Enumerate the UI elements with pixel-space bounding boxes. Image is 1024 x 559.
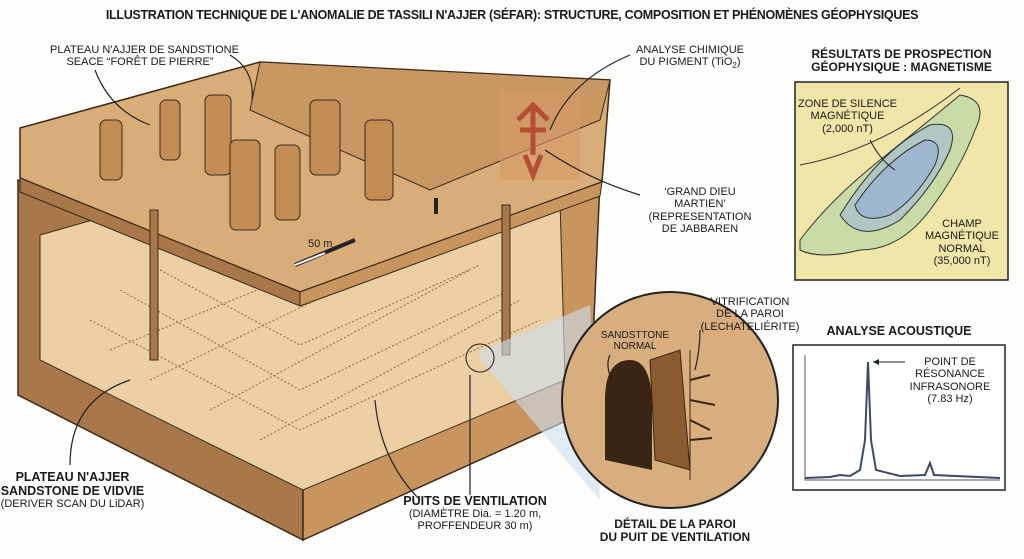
- label-line: SEACE “FORÊT DE PIERRE”: [66, 56, 214, 69]
- label-line: RÉSULTATS DE PROSPECTION: [811, 47, 992, 61]
- label-line: NORMAL: [938, 242, 986, 255]
- label-line: CHAMP: [942, 218, 982, 230]
- label-line: PLATEAU N'AJJER: [15, 470, 130, 484]
- plateau-block: [17, 61, 611, 542]
- subscript: 2: [732, 61, 737, 71]
- zoom-cone: [478, 305, 600, 500]
- label-line: GÉOPHYSIQUE : MAGNETISME: [811, 60, 992, 75]
- zoom-marker: [465, 343, 495, 373]
- label-line: DU PIGMENT (TiO: [639, 56, 733, 69]
- label-line: DE JABBAREN: [661, 222, 739, 235]
- label-line: INFRASONORE: [909, 380, 991, 393]
- label-line: (2,000 nT): [822, 122, 873, 135]
- magnetism-map: [794, 81, 1009, 281]
- detail-circle: [561, 291, 779, 509]
- label-line: MAGNÉTIQUE: [925, 230, 999, 243]
- label-line: MAGNÉTIQUE: [810, 110, 885, 123]
- label-line: RÉSONANCE: [915, 368, 985, 381]
- label-line: ANALYSE CHIMIQUE: [636, 44, 744, 56]
- label-line: POINT DE: [924, 356, 976, 368]
- label-line: SANDSTTONE: [600, 330, 670, 341]
- scale-label: 50 m: [308, 238, 333, 250]
- label-line: SANDSTONE DE VIDVIE: [0, 484, 145, 498]
- main-title: ILLUSTRATION TECHNIQUE DE L'ANOMALIE DE …: [105, 8, 919, 22]
- label-line: (35,000 nT): [933, 254, 991, 267]
- label-silence-zone: ZONE DE SILENCE MAGNÉTIQUE (2,000 nT): [795, 98, 900, 135]
- label-line: PLATEAU N'AJJER DE SANDSTIONE: [50, 44, 239, 56]
- label-sandstone-normal: SANDSTTONE NORMAL: [590, 330, 680, 352]
- label-line: VITRIFICATION: [710, 296, 790, 308]
- label-line: PROFFENDEUR 30 m): [417, 520, 533, 533]
- label-pigment: ANALYSE CHIMIQUE DU PIGMENT (TiO2): [630, 44, 750, 71]
- label-line: DU PUIT DE VENTILATION: [599, 530, 751, 545]
- label-line: PUITS DE VENTILATION: [403, 494, 547, 508]
- label-line: ): [736, 56, 741, 69]
- label-normal-field: CHAMP MAGNÉTIQUE NORMAL (35,000 nT): [918, 218, 1006, 267]
- scale-bar: [294, 238, 356, 267]
- acoustic-chart: [792, 344, 1006, 491]
- label-line: MARTIEN’: [674, 198, 726, 211]
- label-resonance-peak: POINT DE RÉSONANCE INFRASONORE (7.83 Hz): [905, 356, 995, 405]
- label-line: NORMAL: [613, 341, 657, 353]
- rock-painting: [516, 101, 550, 182]
- label-vitrification: VITRIFICATION DE LA PAROI (LECHATELIÉRIT…: [690, 296, 810, 333]
- label-plateau-bottom: PLATEAU N'AJJER SANDSTONE DE VIDVIE (DER…: [0, 470, 145, 510]
- label-grand-dieu: ‘GRAND DIEU MARTIEN’ (REPRESENTATION DE …: [640, 186, 760, 235]
- leader-lines: [69, 54, 701, 501]
- label-line: ‘GRAND DIEU: [664, 186, 736, 198]
- label-line: (REPRESENTATION: [648, 210, 752, 223]
- magnetism-title: RÉSULTATS DE PROSPECTION GÉOPHYSIQUE : M…: [795, 47, 1008, 75]
- label-line: (7.83 Hz): [927, 392, 973, 405]
- label-detail: DÉTAIL DE LA PAROI DU PUIT DE VENTILATIO…: [590, 517, 760, 545]
- label-line: (LECHATELIÉRITE): [700, 320, 800, 333]
- label-plateau-top: PLATEAU N'AJJER DE SANDSTIONE SEACE “FOR…: [50, 44, 239, 69]
- label-line: DE LA PAROI: [716, 308, 784, 321]
- label-line: DÉTAIL DE LA PAROI: [614, 517, 736, 531]
- label-puits: PUITS DE VENTILATION (DIAMÈTRE Dia. = 1.…: [390, 494, 560, 533]
- label-line: (DERIVER SCAN DU LiDAR): [0, 498, 145, 510]
- label-line: ZONE DE SILENCE: [797, 98, 898, 110]
- acoustic-title: ANALYSE ACOUSTIQUE: [826, 324, 972, 338]
- label-line: (DIAMÈTRE Dia. = 1.20 m,: [408, 508, 542, 520]
